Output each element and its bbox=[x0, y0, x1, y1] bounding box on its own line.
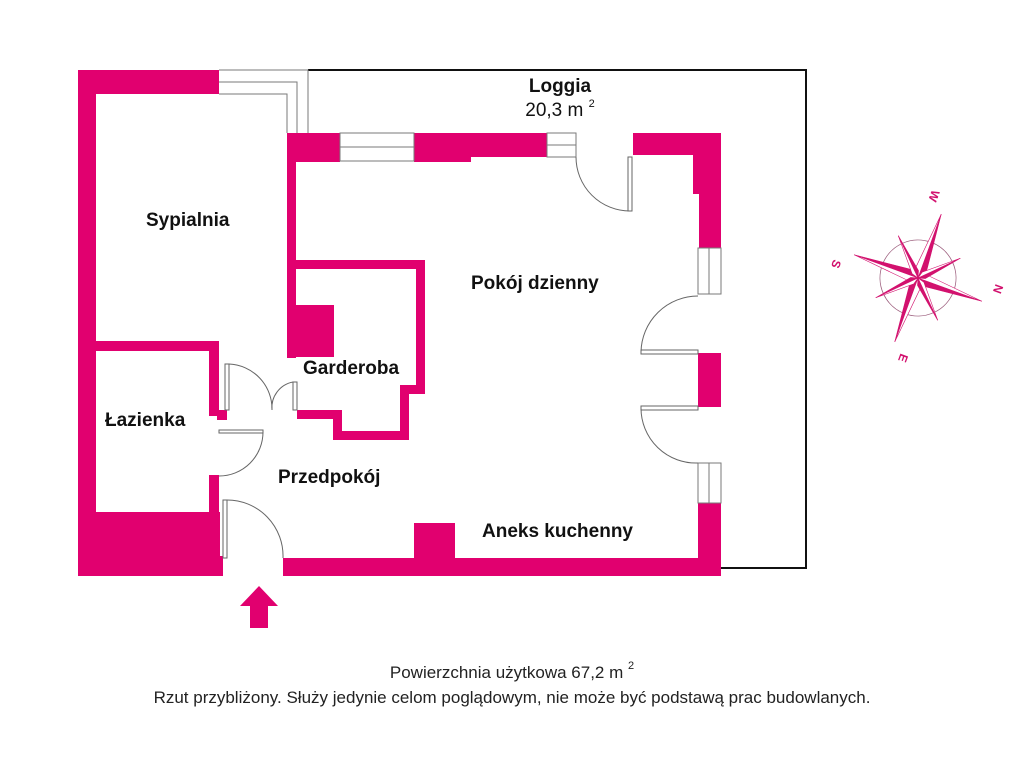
window-top-small bbox=[546, 132, 577, 158]
wall-wardrobe-top bbox=[287, 260, 424, 269]
wall-bottom-right bbox=[283, 558, 720, 576]
wall-top-mid-step bbox=[414, 133, 471, 162]
room-label-sypialnia: Sypialnia bbox=[146, 210, 230, 231]
loggia-area: 20,3 m 2 bbox=[500, 98, 620, 122]
loggia-label: Loggia 20,3 m 2 bbox=[500, 76, 620, 122]
door-balcony-right-lower bbox=[640, 405, 699, 464]
compass-rose bbox=[853, 213, 983, 343]
room-label-lazienka: Łazienka bbox=[105, 410, 186, 431]
doors bbox=[218, 156, 699, 559]
wardrobe-column bbox=[287, 305, 334, 357]
compass-west-label: W bbox=[925, 188, 942, 204]
compass-north-label: N bbox=[990, 283, 1006, 296]
wall-right-upper-step bbox=[693, 133, 721, 194]
wall-wardrobe-bottom-left bbox=[297, 410, 342, 419]
wall-right-lower bbox=[698, 502, 721, 576]
door-entrance bbox=[222, 499, 284, 559]
compass-star bbox=[853, 213, 983, 343]
usable-area-text: Powierzchnia użytkowa 67,2 m bbox=[389, 663, 624, 682]
wall-bedroom-right bbox=[287, 133, 296, 358]
loggia-area-value: 20,3 m bbox=[525, 100, 584, 121]
room-label-garderoba: Garderoba bbox=[303, 358, 400, 379]
wall-wardrobe-step-left bbox=[333, 410, 342, 440]
wall-wardrobe-bottom bbox=[333, 431, 409, 440]
wall-bathroom-top bbox=[96, 341, 217, 351]
wall-wardrobe-right bbox=[416, 260, 425, 390]
wall-bathroom-right-upper bbox=[209, 341, 219, 416]
room-label-aneks-kuchenny: Aneks kuchenny bbox=[482, 521, 633, 542]
bathroom-shaft bbox=[96, 512, 220, 558]
wall-hall-stub bbox=[217, 410, 227, 420]
loggia-area-sup: 2 bbox=[588, 98, 595, 110]
compass-south-label: S bbox=[828, 258, 844, 270]
loggia-name: Loggia bbox=[528, 76, 592, 97]
room-label-przedpokoj: Przedpokój bbox=[278, 467, 381, 488]
wall-wardrobe-step-h bbox=[400, 385, 425, 394]
wall-right-middle bbox=[698, 353, 721, 407]
window-right-upper bbox=[697, 247, 722, 295]
kitchen-column bbox=[414, 523, 455, 563]
door-bedroom bbox=[224, 363, 273, 411]
door-bathroom bbox=[218, 429, 264, 477]
window-top-left bbox=[339, 132, 415, 162]
window-right-lower bbox=[697, 462, 722, 504]
loggia-outline bbox=[308, 69, 807, 569]
wall-wardrobe-step-right bbox=[400, 385, 409, 440]
wall-bottom-left bbox=[78, 556, 223, 576]
walls bbox=[78, 70, 721, 576]
wall-top-left bbox=[78, 70, 219, 94]
usable-area-caption: Powierzchnia użytkowa 67,2 m 2 bbox=[0, 660, 1024, 683]
disclaimer-caption: Rzut przybliżony. Służy jedynie celom po… bbox=[153, 688, 871, 707]
door-wardrobe bbox=[271, 381, 298, 411]
door-balcony-right-upper bbox=[640, 295, 699, 355]
usable-area-sup: 2 bbox=[628, 660, 635, 672]
windows bbox=[219, 69, 722, 504]
room-label-pokoj-dzienny: Pokój dzienny bbox=[471, 273, 599, 294]
wall-bathroom-right-lower bbox=[209, 475, 219, 560]
window-bedroom bbox=[219, 69, 309, 133]
compass-east-label: E bbox=[895, 352, 911, 364]
door-balcony-top bbox=[575, 156, 633, 212]
up-arrow-icon bbox=[240, 586, 278, 628]
wall-left bbox=[78, 70, 96, 576]
